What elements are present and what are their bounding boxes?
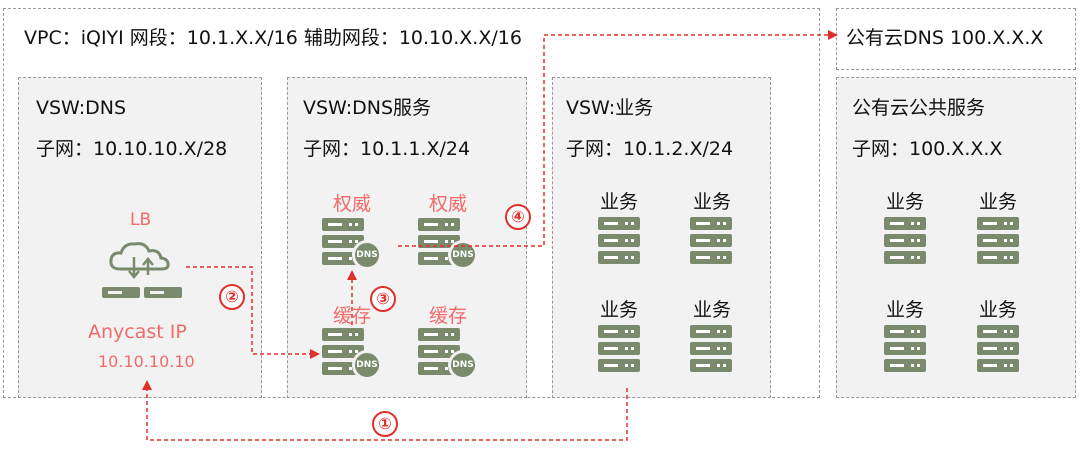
dns-badge: DNS	[448, 350, 478, 380]
anycast-label: Anycast IP	[88, 321, 187, 343]
flow-1-arrow	[142, 380, 628, 441]
vsw-dns-subnet: 子网：10.10.10.X/28	[36, 138, 228, 160]
business-server-1	[598, 217, 640, 265]
business-label-3: 业务	[600, 299, 639, 321]
step-4-marker: ④	[505, 204, 531, 230]
business-label-4: 业务	[693, 299, 732, 321]
vpc-label: VPC：iQIYI 网段：10.1.X.X/16 辅助网段：10.10.X.X/…	[24, 27, 522, 49]
dns-badge: DNS	[448, 240, 478, 270]
vsw-dns-title: VSW:DNS	[36, 97, 127, 119]
public-business-label-4: 业务	[979, 299, 1018, 321]
vsw-business-title: VSW:业务	[566, 97, 654, 119]
cache-label-2: 缓存	[429, 305, 468, 327]
public-business-server-2	[977, 217, 1019, 265]
business-server-3	[598, 325, 640, 373]
public-business-server-4	[977, 325, 1019, 373]
step-2-marker: ②	[219, 284, 245, 310]
vsw-dns-service-title: VSW:DNS服务	[303, 97, 432, 119]
business-server-4	[690, 325, 732, 373]
public-business-label-2: 业务	[979, 191, 1018, 213]
dns-badge: DNS	[352, 350, 382, 380]
load-balancer-icon	[100, 235, 184, 301]
vsw-dns-panel	[18, 77, 262, 398]
dns-badge: DNS	[352, 240, 382, 270]
public-business-label-3: 业务	[886, 299, 925, 321]
cache-dns-server-1: DNS	[322, 328, 382, 380]
vsw-business-panel	[552, 77, 771, 398]
public-service-panel	[836, 77, 1076, 398]
lb-label: LB	[130, 210, 152, 230]
business-label-2: 业务	[693, 191, 732, 213]
public-business-server-1	[884, 217, 926, 265]
public-business-label-1: 业务	[886, 191, 925, 213]
vsw-business-subnet: 子网：10.1.2.X/24	[566, 138, 734, 160]
public-business-server-3	[884, 325, 926, 373]
public-dns-label: 公有云DNS 100.X.X.X	[846, 27, 1044, 49]
business-label-1: 业务	[600, 191, 639, 213]
cache-dns-server-2: DNS	[418, 328, 478, 380]
authoritative-dns-server-1: DNS	[322, 218, 382, 270]
public-service-subnet: 子网：100.X.X.X	[852, 138, 1003, 160]
step-1-marker: ①	[372, 411, 398, 437]
anycast-ip: 10.10.10.10	[98, 352, 195, 371]
vsw-dns-service-subnet: 子网：10.1.1.X/24	[303, 138, 471, 160]
authoritative-label-2: 权威	[429, 193, 468, 215]
flow-4-arrow	[398, 30, 838, 247]
business-server-2	[690, 217, 732, 265]
public-service-title: 公有云公共服务	[852, 97, 986, 119]
authoritative-label-1: 权威	[333, 193, 372, 215]
authoritative-dns-server-2: DNS	[418, 218, 478, 270]
flow-2-arrow	[186, 266, 320, 359]
step-3-marker: ③	[370, 286, 396, 312]
